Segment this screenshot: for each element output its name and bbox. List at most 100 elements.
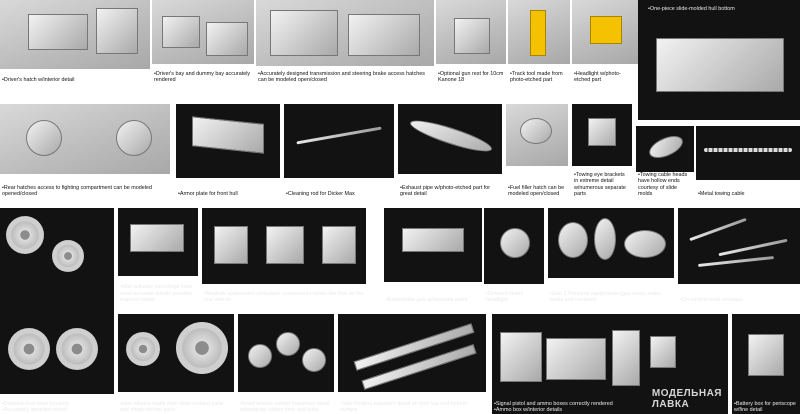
caption-side-fenders: •Side fenders w/pattern detail on both t… <box>340 400 468 413</box>
fuel-filler-photo <box>506 104 568 166</box>
caption-exhaust-pipe: •Exhaust pipe w/photo-etched part for gr… <box>400 184 490 197</box>
tile-personal-equipment: •Gen 2 Personal equipments (gas mask, wa… <box>548 208 674 304</box>
caption-cleaning-rod: •Cleaning rod for Dicker Max <box>286 190 355 197</box>
tile-transmission-hatches: •Accurately designed transmission and st… <box>256 0 434 84</box>
track-tool-part <box>530 10 546 56</box>
caption-idler-adjuster: •Idler adjuster mountings have most accu… <box>120 284 193 303</box>
tile-vehicle-tools: •On-vehicle tools w/clasps <box>678 208 800 304</box>
transmission-hatch-right <box>348 14 420 56</box>
hull-bottom-part <box>656 38 784 92</box>
caption-rear-hatches: •Rear hatches access to fighting compart… <box>2 184 152 197</box>
fuel-filler-part <box>520 118 552 144</box>
cable-head-part <box>645 131 687 163</box>
hatch-hinge-part <box>96 8 138 54</box>
canteen-part <box>624 230 666 258</box>
idler-wheel-large <box>176 322 228 374</box>
armor-plate-photo <box>176 104 280 178</box>
tile-cleaning-rod: •Cleaning rod for Dicker Max <box>284 104 394 198</box>
tile-towing-cable-heads: •Towing cable heads have hollow ends cou… <box>636 126 694 198</box>
metal-cable-photo <box>696 126 800 180</box>
suspension-part-3 <box>322 226 356 264</box>
sprocket-wheel-1 <box>6 216 44 254</box>
gun-rest-part <box>454 18 490 54</box>
tile-jack: •Extendable jack w/separate parts <box>384 208 482 304</box>
road-wheel-3 <box>302 348 326 372</box>
suspension-photo <box>202 208 366 284</box>
caption-road-wheels: •Road wheels exhibit maximum detail w/se… <box>240 400 330 413</box>
tile-final-drive: •Detailed final drive housing •Accuratel… <box>0 208 114 414</box>
battery-box-photo <box>732 314 800 414</box>
notek-headlight-photo <box>484 208 544 284</box>
cleaning-rod-photo <box>284 104 394 178</box>
jack-part <box>402 228 464 252</box>
tool-crowbar <box>698 256 774 267</box>
armor-plate-part <box>192 116 264 154</box>
tile-fuel-filler: •Fuel filler hatch can be modeled open/c… <box>506 104 568 198</box>
tile-metal-cable: •Metal towing cable <box>696 126 800 198</box>
tile-rear-hatches: •Rear hatches access to fighting compart… <box>0 104 170 198</box>
tile-hull-bottom: •One-piece slide-molded hull bottom <box>638 0 800 120</box>
tile-towing-eye: •Towing eye brackets in extreme detail w… <box>572 104 632 198</box>
track-tool-photo <box>508 0 570 64</box>
watermark-line2: ЛАВКА <box>651 399 690 410</box>
caption-final-drive: •Detailed final drive housing •Accuratel… <box>2 400 69 413</box>
caption-towing-cable-heads: •Towing cable heads have hollow ends cou… <box>638 172 688 197</box>
road-wheel-2 <box>276 332 300 356</box>
idler-adjuster-photo <box>118 208 198 276</box>
idler-adjuster-part <box>130 224 184 252</box>
towing-cable-heads-photo <box>636 126 694 172</box>
caption-drivers-hatch: •Driver's hatch w/interior detail <box>2 76 75 83</box>
tile-suspension: •Realistic suspension w/multiple compone… <box>202 208 366 304</box>
caption-notek-headlight: •Detailed Notek headlight <box>486 290 524 303</box>
caption-metal-cable: •Metal towing cable <box>698 190 745 197</box>
gas-mask-part <box>558 222 588 258</box>
road-wheels-photo <box>238 314 334 392</box>
caption-ammo-boxes: •Signal pistol and ammo boxes correctly … <box>494 400 613 413</box>
caption-idler-wheels: •Idler wheels made from slide-molded par… <box>120 400 224 413</box>
caption-transmission-hatches: •Accurately designed transmission and st… <box>258 70 425 83</box>
side-fender-2 <box>361 344 477 390</box>
ammo-boxes-photo <box>492 314 728 414</box>
idler-wheels-photo <box>118 314 234 392</box>
watermark: МОДЕЛЬНАЯ ЛАВКА <box>652 388 722 410</box>
caption-armor-plate: •Armor plate for front hull <box>178 190 238 197</box>
hatch-part <box>28 14 88 50</box>
exhaust-pipe-part <box>407 115 495 157</box>
headlight-pe-part <box>590 16 622 44</box>
final-drive-part <box>52 240 84 272</box>
water-bottle-part <box>594 218 616 260</box>
caption-drivers-bay: •Driver's bay and dummy bay accurately r… <box>154 70 251 83</box>
signal-pistol-part <box>650 336 676 368</box>
bay-part <box>162 16 200 48</box>
suspension-part-2 <box>266 226 304 264</box>
sprocket-wheel-3 <box>56 328 98 370</box>
tile-ammo-boxes: •Signal pistol and ammo boxes correctly … <box>492 314 728 414</box>
tile-drivers-hatch: •Driver's hatch w/interior detail <box>0 0 150 84</box>
tile-road-wheels: •Road wheels exhibit maximum detail w/se… <box>238 314 334 414</box>
idler-wheel-small <box>126 332 160 366</box>
tile-notek-headlight: •Detailed Notek headlight <box>484 208 544 304</box>
tile-battery-box: •Battery box for periscope w/fine detail <box>732 314 800 414</box>
tile-armor-plate: •Armor plate for front hull <box>176 104 280 198</box>
tile-track-tool: •Track tool made from photo-etched part <box>508 0 570 84</box>
caption-jack: •Extendable jack w/separate parts <box>386 296 468 303</box>
personal-equipment-photo <box>548 208 674 278</box>
caption-vehicle-tools: •On-vehicle tools w/clasps <box>680 296 743 303</box>
exhaust-pipe-photo <box>398 104 502 174</box>
dummy-bay-part <box>206 22 248 56</box>
tool-pickaxe <box>718 238 788 257</box>
transmission-hatch-left <box>270 10 338 56</box>
battery-box-part <box>748 334 784 376</box>
caption-fuel-filler: •Fuel filler hatch can be modeled open/c… <box>508 184 565 197</box>
tile-gun-rest: •Optional gun rest for 10cm Kanone 18 <box>436 0 506 84</box>
caption-personal-equipment: •Gen 2 Personal equipments (gas mask, wa… <box>550 290 662 303</box>
drivers-hatch-photo <box>0 0 150 69</box>
rear-hatch-left <box>26 120 62 156</box>
jack-photo <box>384 208 482 282</box>
side-fenders-photo <box>338 314 486 392</box>
caption-headlight-pe: •Headlight w/photo-etched part <box>574 70 621 83</box>
caption-suspension: •Realistic suspension w/multiple compone… <box>204 290 364 303</box>
hull-bottom-photo <box>638 0 800 120</box>
road-wheel-1 <box>248 344 272 368</box>
tile-headlight-pe: •Headlight w/photo-etched part <box>572 0 638 84</box>
